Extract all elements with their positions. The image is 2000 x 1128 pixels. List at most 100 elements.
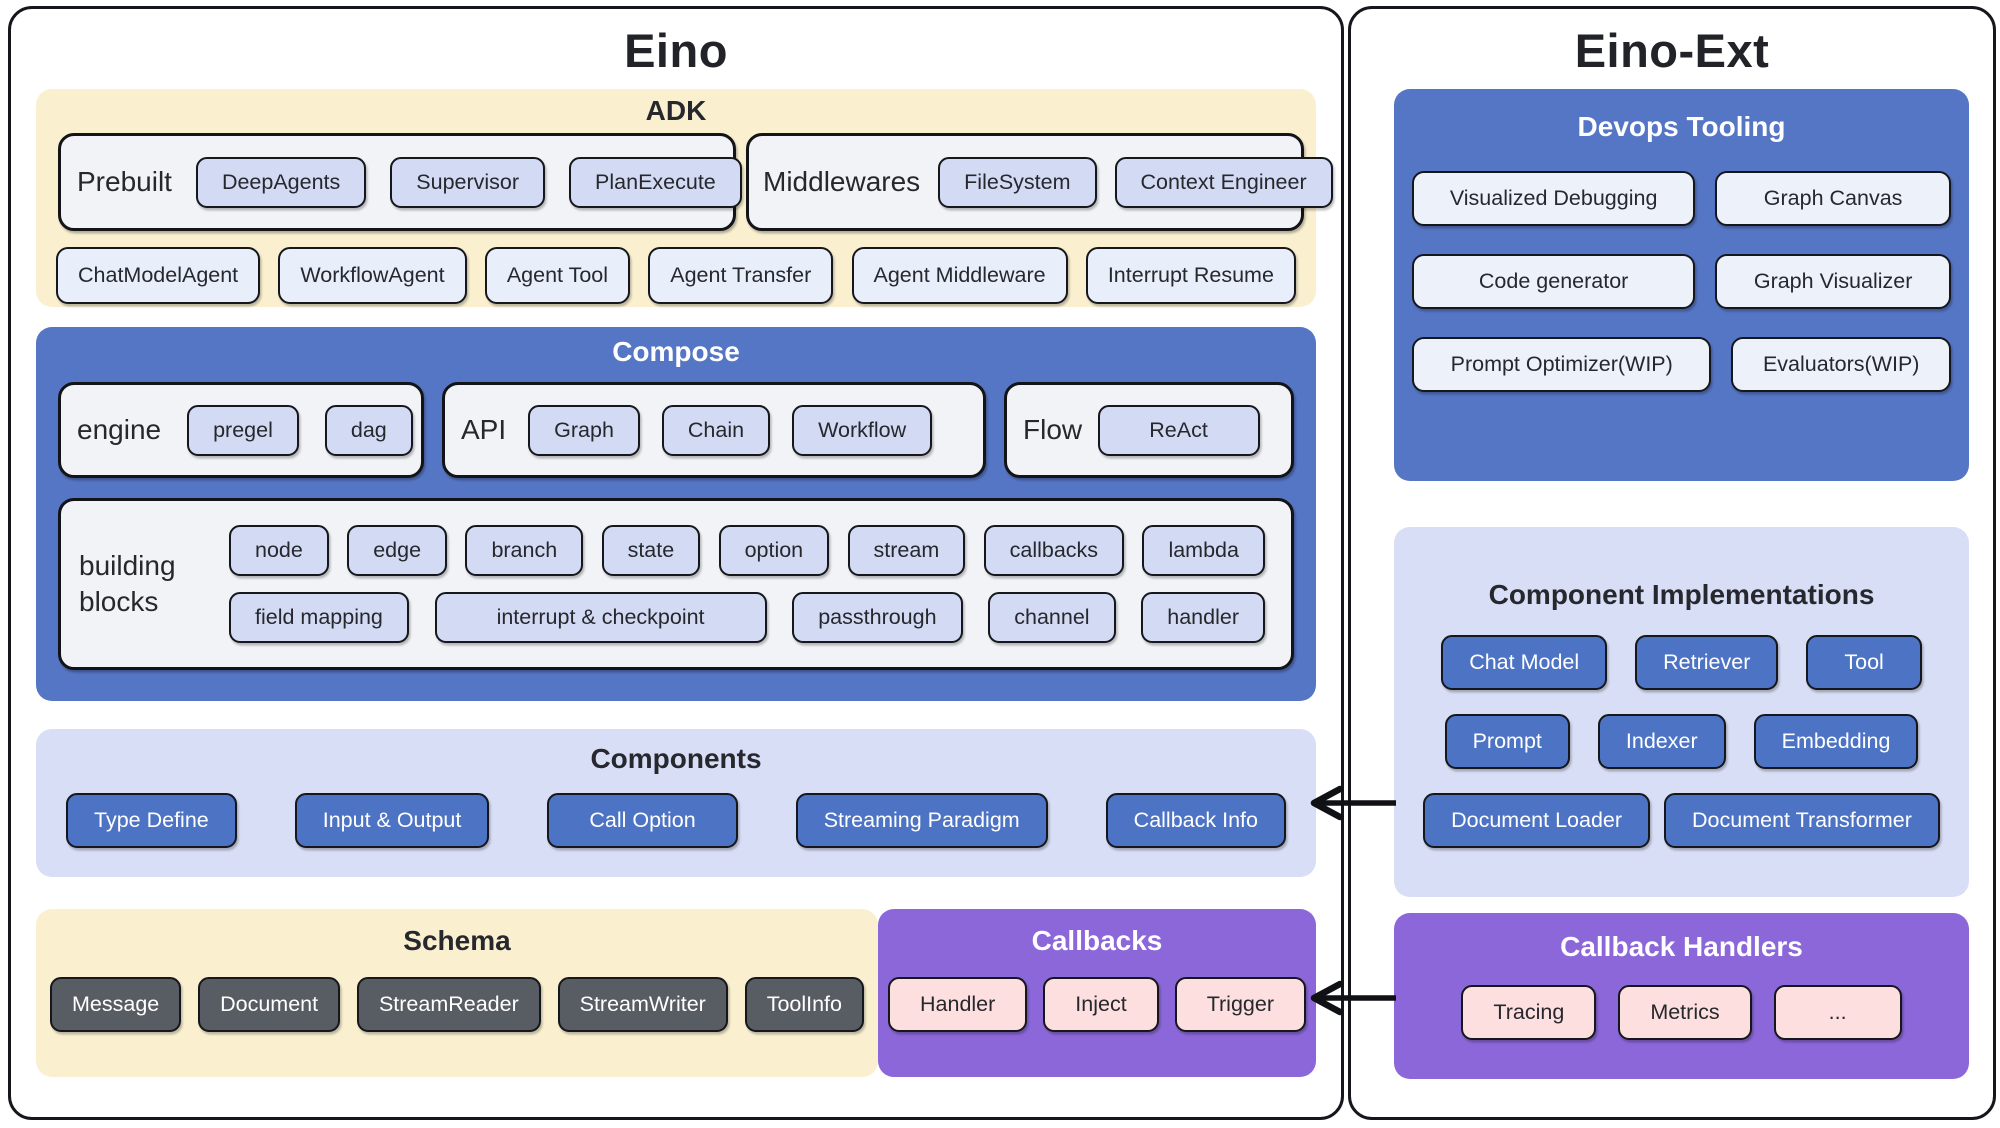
box-chain: Chain xyxy=(661,404,771,456)
component-impl-row-2: Prompt Indexer Embedding xyxy=(1394,714,1969,769)
box-visualized-debugging: Visualized Debugging xyxy=(1412,171,1696,226)
building-blocks-label: building blocks xyxy=(79,549,176,617)
component-implementations-title: Component Implementations xyxy=(1488,579,1875,610)
box-passthrough: passthrough xyxy=(792,592,963,643)
compose-section-title: Compose xyxy=(612,336,740,367)
building-blocks-rows: node edge branch state option stream cal… xyxy=(203,509,1291,659)
box-ellipsis: ... xyxy=(1773,985,1902,1040)
box-option: option xyxy=(718,525,830,576)
box-deepagents: DeepAgents xyxy=(195,156,367,208)
devops-tooling-section: Devops Tooling Visualized Debugging Grap… xyxy=(1394,89,1969,481)
callbacks-section-title: Callbacks xyxy=(1031,925,1163,956)
box-tracing: Tracing xyxy=(1461,985,1597,1040)
callback-handlers-section: Callback Handlers Tracing Metrics ... xyxy=(1394,913,1969,1079)
box-document: Document xyxy=(198,977,341,1032)
engine-label: engine xyxy=(77,414,162,445)
schema-section: Schema Message Document StreamReader Str… xyxy=(36,909,878,1077)
api-label: API xyxy=(461,414,507,445)
compose-section: Compose engine pregel dag API Graph Chai… xyxy=(36,327,1316,701)
building-blocks-row-2: field mapping interrupt & checkpoint pas… xyxy=(203,592,1291,643)
box-chat-model: Chat Model xyxy=(1441,635,1608,690)
box-prompt: Prompt xyxy=(1444,714,1570,769)
flow-group: Flow ReAct xyxy=(1004,382,1294,478)
box-interrupt-resume: Interrupt Resume xyxy=(1085,247,1296,304)
box-pregel: pregel xyxy=(187,404,299,456)
api-group: API Graph Chain Workflow xyxy=(442,382,986,478)
box-metrics: Metrics xyxy=(1618,985,1752,1040)
box-react: ReAct xyxy=(1097,404,1260,456)
box-streaming-paradigm: Streaming Paradigm xyxy=(795,793,1048,848)
component-impl-row-3: Document Loader Document Transformer xyxy=(1394,793,1969,848)
box-graph-visualizer: Graph Visualizer xyxy=(1715,254,1951,309)
box-branch: branch xyxy=(465,525,584,576)
box-streamwriter: StreamWriter xyxy=(557,977,728,1032)
box-message: Message xyxy=(50,977,182,1032)
building-blocks-group: building blocks node edge branch state o… xyxy=(58,498,1294,670)
box-input-output: Input & Output xyxy=(294,793,490,848)
eino-ext-title: Eino-Ext xyxy=(1574,24,1770,77)
box-context-engineer: Context Engineer xyxy=(1114,156,1333,208)
component-implementations-section: Component Implementations Chat Model Ret… xyxy=(1394,527,1969,897)
box-type-define: Type Define xyxy=(66,793,237,848)
prebuilt-group: Prebuilt DeepAgents Supervisor PlanExecu… xyxy=(58,133,742,231)
box-prompt-optimizer: Prompt Optimizer(WIP) xyxy=(1412,337,1712,392)
box-edge: edge xyxy=(347,525,448,576)
box-handler: Handler xyxy=(888,977,1028,1032)
box-chatmodelagent: ChatModelAgent xyxy=(56,247,261,304)
components-row: Type Define Input & Output Call Option S… xyxy=(66,793,1286,848)
box-inject: Inject xyxy=(1043,977,1159,1032)
box-evaluators: Evaluators(WIP) xyxy=(1731,337,1951,392)
middlewares-label: Middlewares xyxy=(763,166,921,197)
box-handler-bb: handler xyxy=(1141,592,1265,643)
compose-groups-row: engine pregel dag API Graph Chain Workfl… xyxy=(58,382,1316,478)
box-callbacks: callbacks xyxy=(983,525,1125,576)
box-streamreader: StreamReader xyxy=(356,977,541,1032)
box-embedding: Embedding xyxy=(1753,714,1919,769)
box-agent-tool: Agent Tool xyxy=(484,247,631,304)
box-supervisor: Supervisor xyxy=(390,156,546,208)
box-interrupt-checkpoint: interrupt & checkpoint xyxy=(434,592,767,643)
callback-handlers-title: Callback Handlers xyxy=(1560,931,1803,962)
components-section: Components Type Define Input & Output Ca… xyxy=(36,729,1316,877)
adk-agents-row: ChatModelAgent WorkflowAgent Agent Tool … xyxy=(56,247,1296,304)
component-impl-row-1: Chat Model Retriever Tool xyxy=(1394,635,1969,690)
box-field-mapping: field mapping xyxy=(229,592,409,643)
engine-group: engine pregel dag xyxy=(58,382,424,478)
prebuilt-label: Prebuilt xyxy=(77,166,172,197)
box-workflowagent: WorkflowAgent xyxy=(278,247,467,304)
box-state: state xyxy=(601,525,701,576)
adk-section-title: ADK xyxy=(645,95,707,126)
arrow-handlers-to-callbacks xyxy=(1310,980,1396,1016)
box-node: node xyxy=(229,525,329,576)
callbacks-section: Callbacks Handler Inject Trigger xyxy=(878,909,1316,1077)
adk-groups-row: Prebuilt DeepAgents Supervisor PlanExecu… xyxy=(58,133,1333,231)
box-filesystem: FileSystem xyxy=(938,156,1097,208)
box-retriever: Retriever xyxy=(1635,635,1779,690)
box-document-transformer: Document Transformer xyxy=(1664,793,1940,848)
schema-row: Message Document StreamReader StreamWrit… xyxy=(50,977,864,1032)
devops-row-1: Visualized Debugging Graph Canvas xyxy=(1412,171,1951,226)
box-toolinfo: ToolInfo xyxy=(744,977,864,1032)
middlewares-group: Middlewares FileSystem Context Engineer xyxy=(746,133,1333,231)
box-document-loader: Document Loader xyxy=(1423,793,1651,848)
box-agent-middleware: Agent Middleware xyxy=(851,247,1068,304)
box-callback-info: Callback Info xyxy=(1105,793,1286,848)
box-lambda: lambda xyxy=(1142,525,1265,576)
callbacks-row: Handler Inject Trigger xyxy=(888,977,1306,1032)
devops-row-2: Code generator Graph Visualizer xyxy=(1412,254,1951,309)
box-call-option: Call Option xyxy=(547,793,738,848)
eino-title: Eino xyxy=(624,24,728,77)
box-agent-transfer: Agent Transfer xyxy=(648,247,834,304)
eino-ext-panel: Eino-Ext Devops Tooling Visualized Debug… xyxy=(1348,6,1996,1120)
devops-row-3: Prompt Optimizer(WIP) Evaluators(WIP) xyxy=(1412,337,1951,392)
components-section-title: Components xyxy=(590,743,762,774)
eino-panel: Eino ADK Prebuilt DeepAgents Supervisor … xyxy=(8,6,1344,1120)
callback-handlers-row: Tracing Metrics ... xyxy=(1394,985,1969,1040)
box-graph-canvas: Graph Canvas xyxy=(1715,171,1951,226)
flow-label: Flow xyxy=(1023,414,1083,445)
devops-tooling-title: Devops Tooling xyxy=(1577,111,1786,142)
box-channel: channel xyxy=(988,592,1116,643)
box-indexer: Indexer xyxy=(1597,714,1726,769)
box-planexecute: PlanExecute xyxy=(569,156,742,208)
